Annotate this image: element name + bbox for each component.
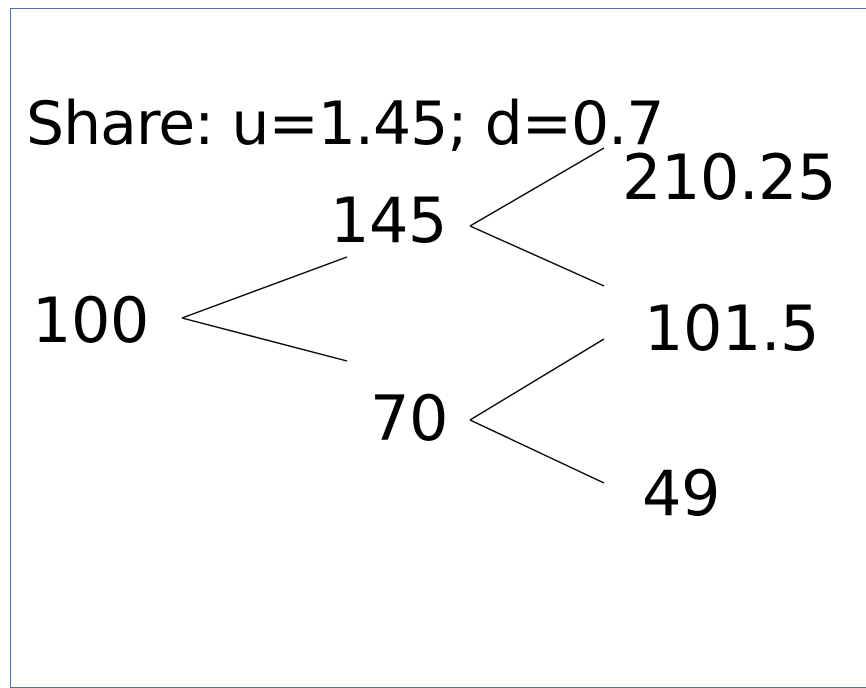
edge-down-downdown bbox=[469, 419, 605, 484]
node-down: 70 bbox=[370, 382, 448, 455]
share-title: Share: u=1.45; d=0.7 bbox=[26, 89, 664, 159]
edge-up-upup bbox=[469, 147, 605, 227]
node-up-down: 101.5 bbox=[644, 292, 820, 365]
edge-root-up bbox=[181, 256, 348, 319]
node-up: 145 bbox=[330, 184, 447, 257]
node-down-down: 49 bbox=[642, 457, 720, 530]
node-up-up: 210.25 bbox=[622, 141, 836, 214]
edge-up-updown bbox=[469, 225, 605, 287]
tree-edges bbox=[181, 147, 605, 484]
node-root: 100 bbox=[32, 284, 149, 357]
edge-root-down bbox=[181, 317, 348, 362]
edge-down-updown bbox=[469, 338, 605, 421]
